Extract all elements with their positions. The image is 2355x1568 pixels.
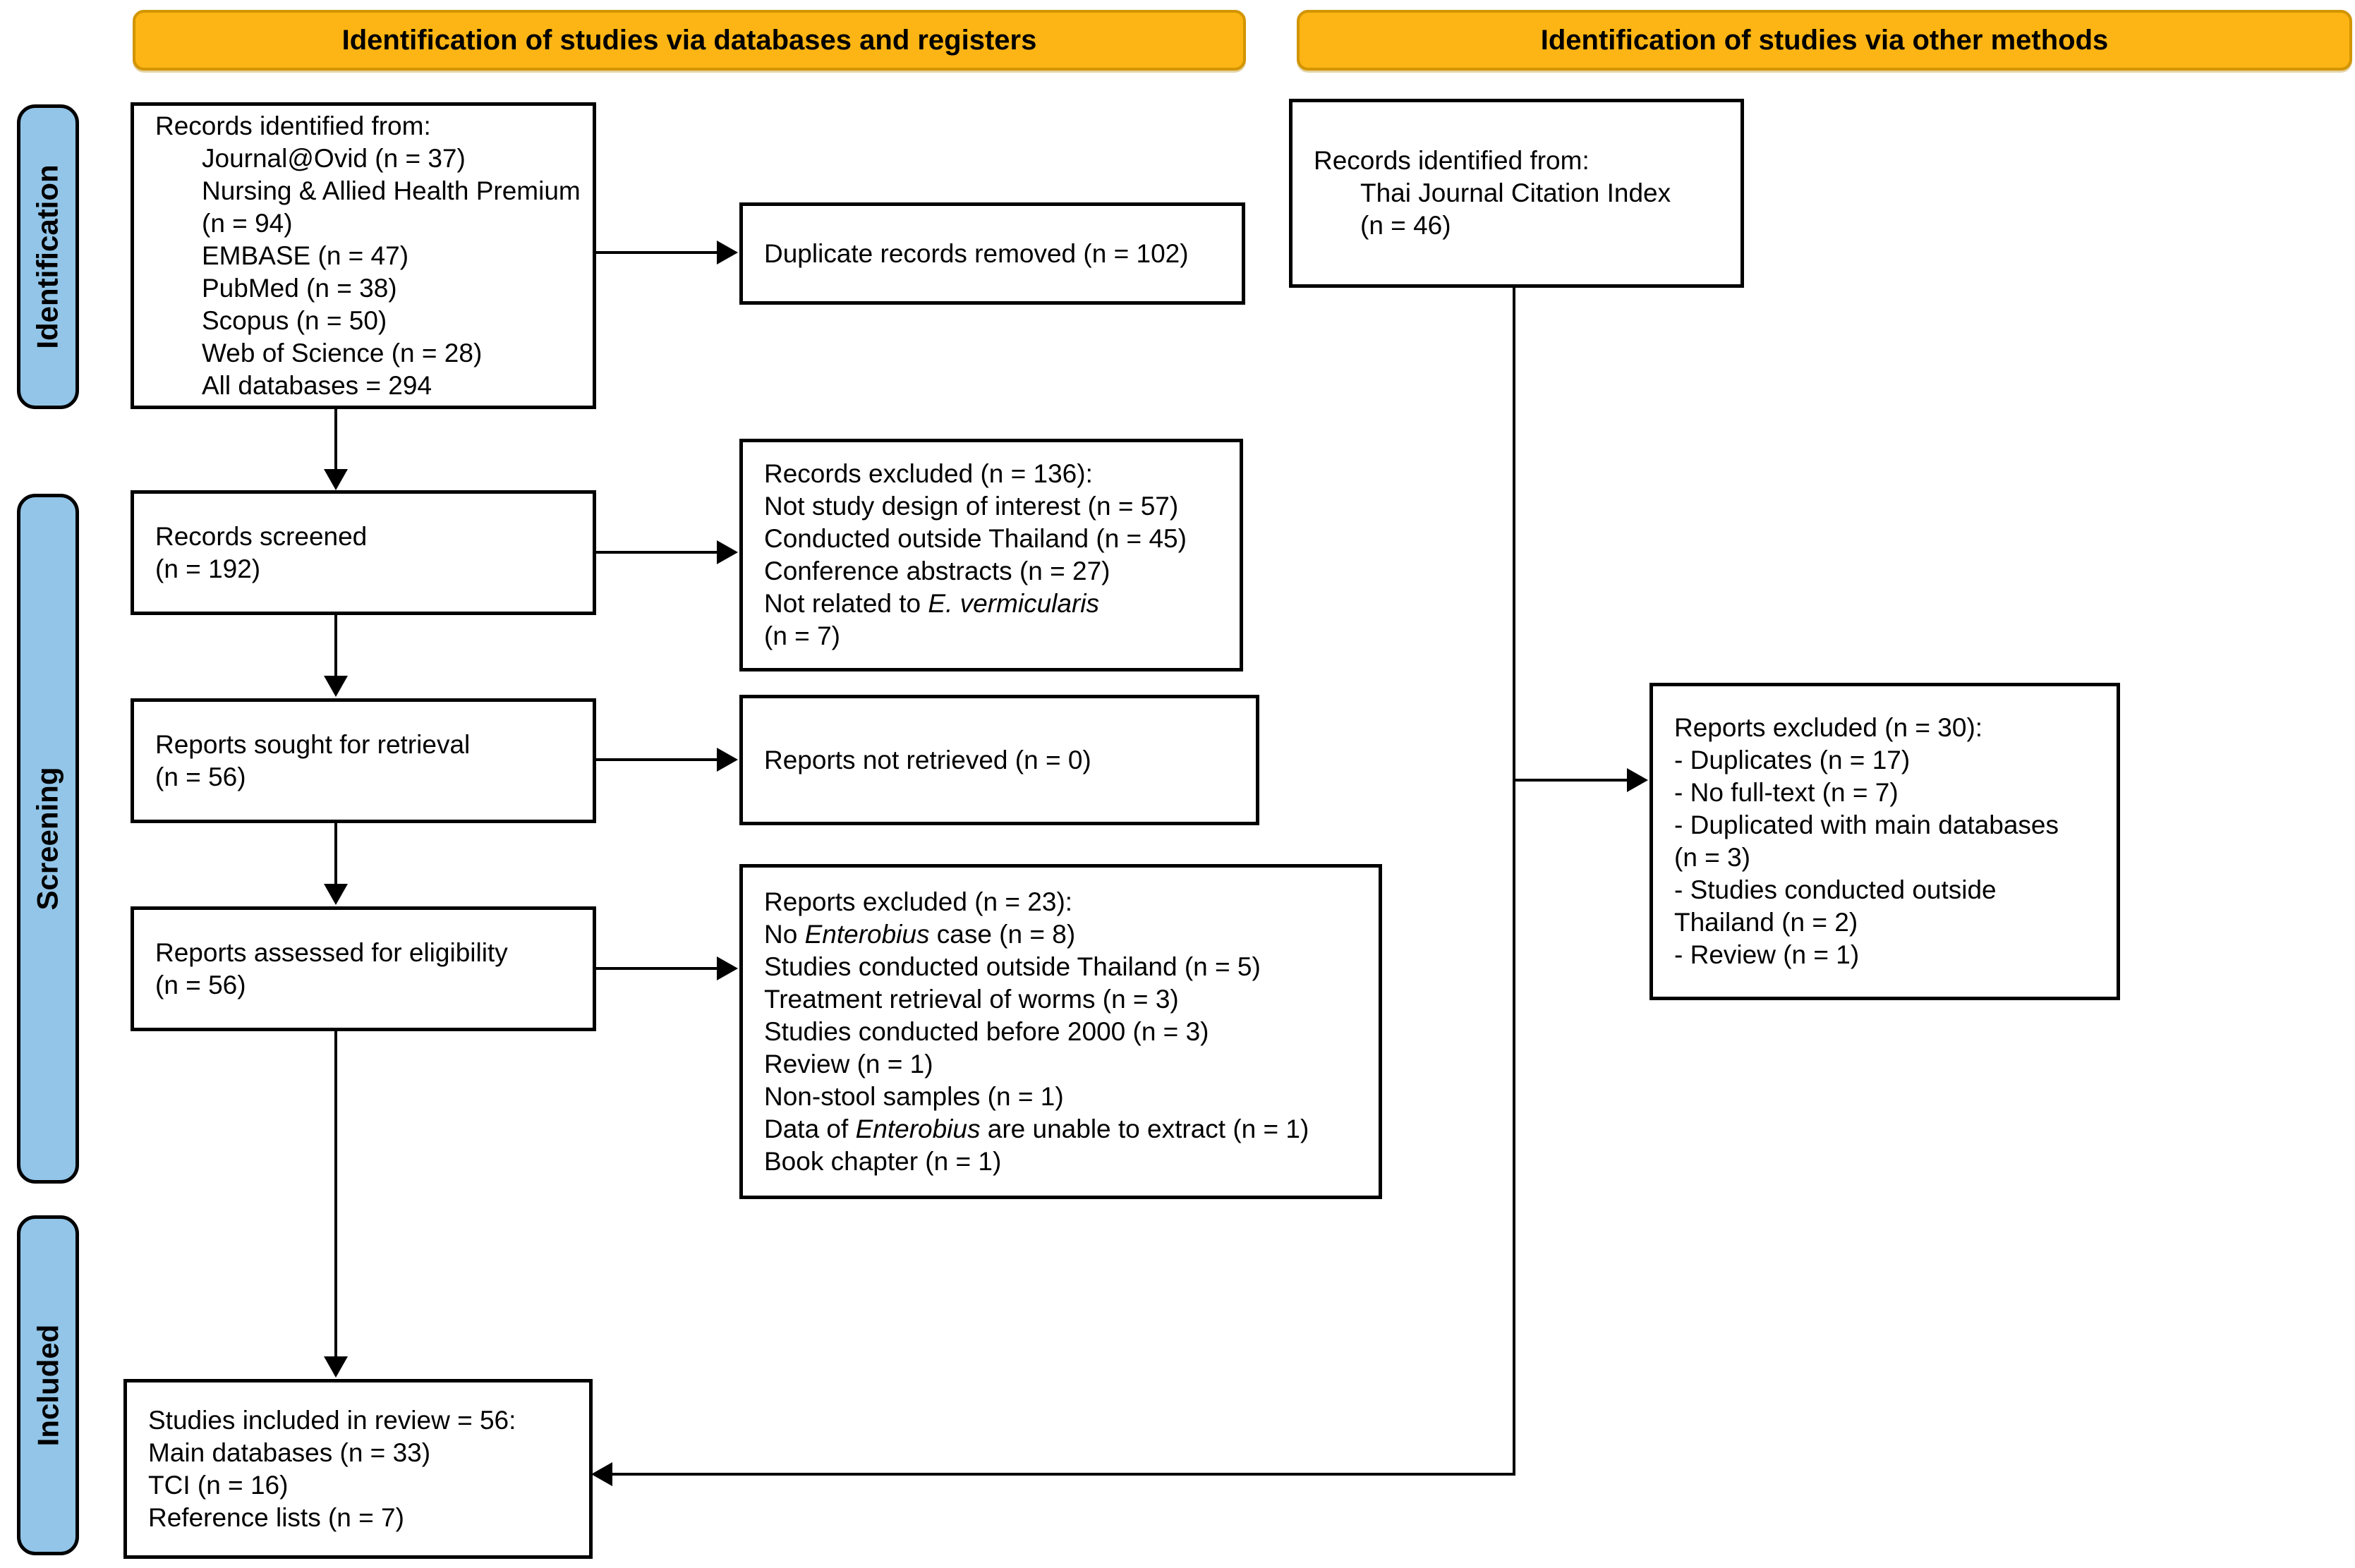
- box-text-line: Non-stool samples (n = 1): [764, 1081, 1064, 1111]
- box-text-line: Reports excluded (n = 23):: [764, 887, 1073, 916]
- box-reports-sought-for-retrieval: Reports sought for retrieval (n = 56): [131, 698, 596, 823]
- box-text-line: PubMed (n = 38): [202, 273, 397, 303]
- connector-tci-to-included-arrowhead: [591, 1462, 612, 1486]
- box-text-line: Records identified from:: [155, 111, 431, 140]
- stage-tab-screening: Screening: [17, 494, 79, 1184]
- box-text-line: Not related to E. vermicularis: [764, 589, 1100, 618]
- box-records-screened: Records screened (n = 192): [131, 490, 596, 615]
- box-text-line: Book chapter (n = 1): [764, 1146, 1002, 1176]
- box-text-line: Journal@Ovid (n = 37): [202, 143, 466, 173]
- connector-tci-to-excluded-line: [1514, 779, 1628, 782]
- box-reports-excluded-other-methods: Reports excluded (n = 30): - Duplicates (…: [1649, 683, 2120, 1000]
- connector-assessed-to-excluded-arrowhead: [717, 956, 738, 980]
- box-text-line: Records screened: [155, 521, 368, 551]
- box-text-line: (n = 56): [155, 970, 246, 999]
- box-text-line: Review (n = 1): [764, 1049, 933, 1078]
- box-text-line: - Duplicates (n = 17): [1674, 746, 1911, 774]
- connector-screened-to-excluded-arrowhead: [717, 540, 738, 564]
- connector-assessed-to-included-arrowhead: [324, 1356, 348, 1378]
- box-text-line: - Duplicated with main databases: [1674, 810, 2059, 839]
- box-text-line: (n = 3): [1674, 843, 1750, 872]
- box-text-line: Records excluded (n = 136):: [764, 459, 1093, 488]
- box-text-line: Conducted outside Thailand (n = 45): [764, 524, 1187, 553]
- stage-tab-included-label: Included: [31, 1324, 64, 1447]
- connector-screened-to-excluded-line: [596, 551, 718, 554]
- box-text-line: Reports sought for retrieval: [155, 729, 471, 759]
- stage-tab-identification-label: Identification: [31, 164, 64, 349]
- box-records-identified-other-methods: Records identified from: Thai Journal Cit…: [1289, 99, 1744, 288]
- box-reports-not-retrieved: Reports not retrieved (n = 0): [739, 695, 1259, 825]
- stage-tab-screening-label: Screening: [31, 767, 65, 911]
- connector-sought-to-assessed-arrowhead: [324, 884, 348, 905]
- box-text-line: Reference lists (n = 7): [148, 1502, 404, 1532]
- box-text-line: Reports not retrieved (n = 0): [764, 745, 1091, 774]
- connector-tci-to-excluded-arrowhead: [1627, 768, 1648, 792]
- box-text-line: Web of Science (n = 28): [202, 338, 483, 367]
- banner-databases-registers: Identification of studies via databases …: [133, 10, 1246, 71]
- connector-screened-to-sought-line: [334, 615, 337, 677]
- box-text-line: Thai Journal Citation Index: [1360, 178, 1671, 207]
- connector-identified-to-screened-arrowhead: [324, 469, 348, 490]
- box-studies-included-in-review: Studies included in review = 56: Main dat…: [123, 1379, 593, 1559]
- box-text-line: Reports assessed for eligibility: [155, 937, 508, 967]
- box-text-line: Reports excluded (n = 30):: [1674, 713, 1983, 742]
- box-text-line: TCI (n = 16): [148, 1470, 289, 1500]
- banner-other-methods: Identification of studies via other meth…: [1297, 10, 2352, 71]
- box-records-excluded: Records excluded (n = 136): Not study des…: [739, 439, 1243, 671]
- box-text-line: Records identified from:: [1314, 146, 1590, 175]
- box-text-line: - No full-text (n = 7): [1674, 778, 1899, 807]
- box-records-identified-databases: Records identified from: Journal@Ovid (n …: [131, 102, 596, 409]
- box-text-line: (n = 192): [155, 554, 261, 583]
- box-text-line: Nursing & Allied Health Premium: [202, 176, 581, 205]
- box-text-line: - Studies conducted outside: [1674, 875, 1997, 904]
- connector-screened-to-sought-arrowhead: [324, 676, 348, 697]
- banner-other-methods-label: Identification of studies via other meth…: [1540, 24, 2109, 56]
- box-reports-assessed-for-eligibility: Reports assessed for eligibility (n = 56): [131, 906, 596, 1031]
- connector-assessed-to-included-line: [334, 1031, 337, 1358]
- stage-tab-identification: Identification: [17, 104, 79, 409]
- box-text-line: Duplicate records removed (n = 102): [764, 238, 1189, 268]
- box-text-line: Main databases (n = 33): [148, 1438, 431, 1467]
- banner-databases-registers-label: Identification of studies via databases …: [341, 24, 1037, 56]
- connector-sought-to-notretrieved-arrowhead: [717, 748, 738, 772]
- box-reports-excluded-main: Reports excluded (n = 23): No Enterobius …: [739, 864, 1382, 1199]
- box-text-line: Conference abstracts (n = 27): [764, 557, 1110, 585]
- box-text-line: Studies conducted before 2000 (n = 3): [764, 1016, 1209, 1046]
- connector-tci-spine-line: [1513, 288, 1515, 1476]
- box-text-line: No Enterobius case (n = 8): [764, 919, 1076, 949]
- connector-identified-to-duplicates-line: [596, 251, 718, 254]
- connector-assessed-to-excluded-line: [596, 967, 718, 970]
- box-text-line: - Review (n = 1): [1674, 940, 1860, 969]
- box-text-line: (n = 46): [1360, 211, 1451, 240]
- box-text-line: (n = 7): [764, 621, 840, 650]
- box-text-line: (n = 94): [202, 208, 293, 238]
- box-text-line: Data of Enterobius are unable to extract…: [764, 1114, 1309, 1143]
- stage-tab-included: Included: [17, 1215, 79, 1555]
- box-text-line: All databases = 294: [202, 370, 432, 400]
- connector-tci-to-included-line: [611, 1473, 1514, 1476]
- box-duplicate-records-removed: Duplicate records removed (n = 102): [739, 202, 1245, 305]
- box-text-line: Studies conducted outside Thailand (n = …: [764, 952, 1261, 981]
- box-text-line: Thailand (n = 2): [1674, 908, 1858, 937]
- connector-identified-to-duplicates-arrowhead: [717, 241, 738, 265]
- connector-sought-to-assessed-line: [334, 823, 337, 885]
- box-text-line: Studies included in review = 56:: [148, 1405, 516, 1435]
- connector-identified-to-screened-line: [334, 409, 337, 471]
- box-text-line: (n = 56): [155, 762, 246, 791]
- connector-sought-to-notretrieved-line: [596, 758, 718, 761]
- box-text-line: Scopus (n = 50): [202, 305, 387, 335]
- box-text-line: Treatment retrieval of worms (n = 3): [764, 984, 1179, 1014]
- box-text-line: EMBASE (n = 47): [202, 241, 409, 270]
- box-text-line: Not study design of interest (n = 57): [764, 492, 1179, 521]
